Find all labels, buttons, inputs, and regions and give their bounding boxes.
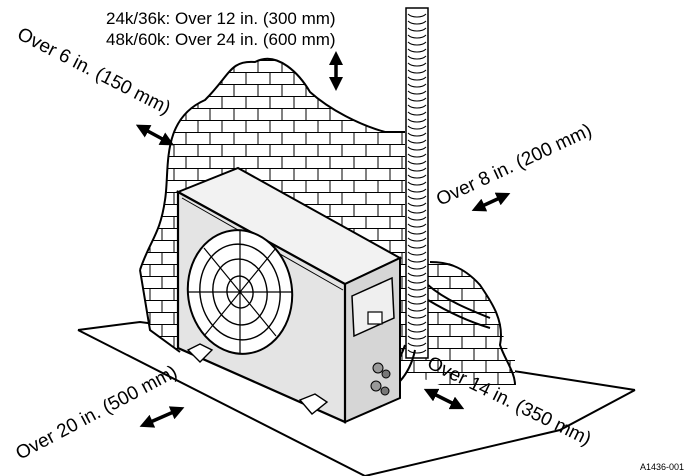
front-clearance-label: Over 20 in. (500 mm): [12, 362, 180, 465]
fan-grille: [186, 229, 294, 355]
service-valves: [370, 362, 391, 396]
top-clearance-line-1: 24k/36k: Over 12 in. (300 mm): [106, 9, 336, 28]
outdoor-unit: [175, 166, 403, 424]
front-arrow: [139, 406, 185, 428]
refrigerant-pipe: [379, 7, 491, 389]
unit-feet: [186, 343, 329, 415]
right-front-arrow: [423, 388, 465, 410]
top-clearance-line-2: 48k/60k: Over 24 in. (600 mm): [106, 30, 336, 49]
figure-id: A1436-001: [640, 462, 684, 472]
right-arrow: [471, 192, 511, 212]
left-arrow: [135, 124, 175, 146]
service-panel: [351, 276, 395, 338]
right-clearance-label: Over 8 in. (200 mm): [433, 120, 595, 210]
clearance-arrows: [135, 51, 511, 428]
